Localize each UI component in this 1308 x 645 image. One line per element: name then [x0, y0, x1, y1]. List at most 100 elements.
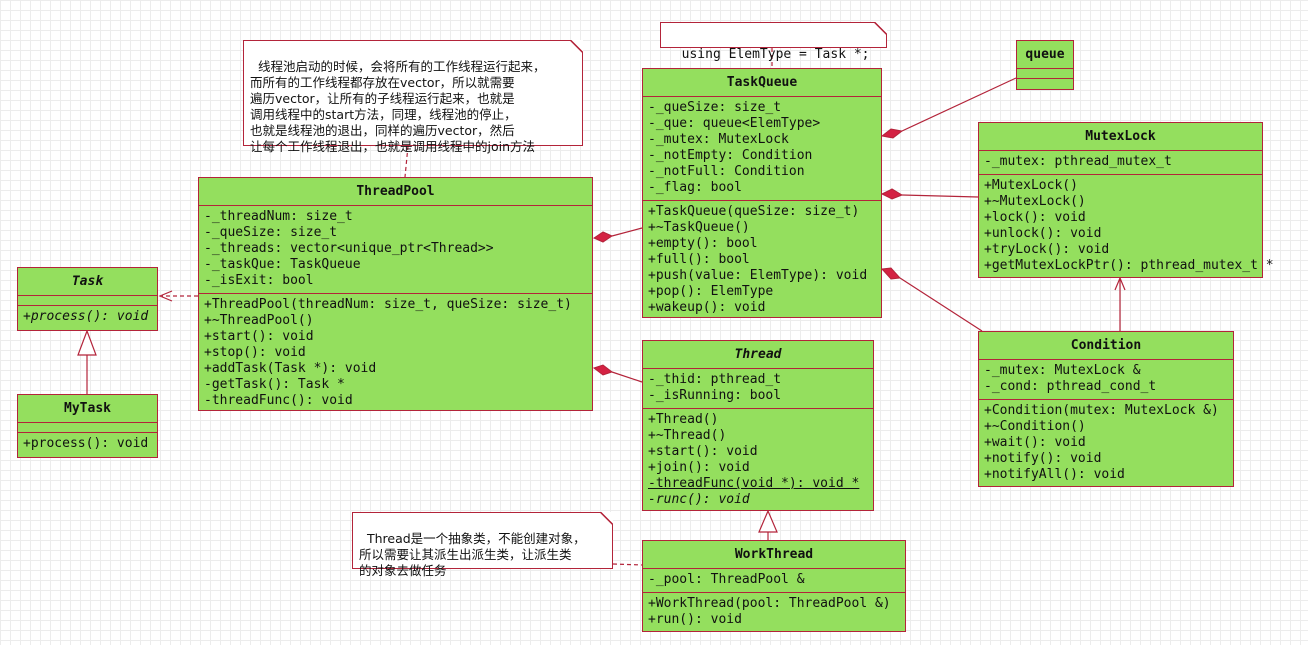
- method-line: +unlock(): void: [984, 226, 1102, 241]
- method-line: +~ThreadPool(): [204, 313, 314, 328]
- composition-diamond-thread: [592, 364, 614, 376]
- method-line: +wait(): void: [984, 435, 1086, 450]
- method-line: +lock(): void: [984, 210, 1086, 225]
- composition-threadpool-thread: [611, 371, 643, 383]
- attribute-line: -_notFull: Condition: [648, 164, 805, 179]
- generalization-triangle-task: [77, 329, 97, 356]
- mytask-methods: +process(): void: [18, 433, 157, 456]
- method-line: +~MutexLock(): [984, 194, 1086, 209]
- attribute-line: -_cond: pthread_cond_t: [984, 379, 1157, 394]
- taskqueue-methods: +TaskQueue(queSize: size_t) +~TaskQueue(…: [643, 201, 881, 320]
- task-attributes: [18, 296, 157, 306]
- method-line: +push(value: ElemType): void: [648, 268, 868, 283]
- method-line: -threadFunc(): void: [204, 393, 353, 408]
- method-line: +pop(): ElemType: [648, 284, 774, 299]
- class-name-workthread: WorkThread: [643, 541, 905, 569]
- method-line: +addTask(Task *): void: [204, 361, 377, 376]
- method-line: +wakeup(): void: [648, 300, 766, 315]
- method-line: +getMutexLockPtr(): pthread_mutex_t *: [984, 258, 1274, 273]
- class-name-thread: Thread: [643, 341, 873, 369]
- mutexlock-attributes: -_mutex: pthread_mutex_t: [979, 151, 1262, 175]
- threadpool-attributes: -_threadNum: size_t -_queSize: size_t -_…: [199, 206, 592, 294]
- thread-attributes: -_thid: pthread_t -_isRunning: bool: [643, 369, 873, 409]
- attribute-line: -_notEmpty: Condition: [648, 148, 813, 163]
- taskqueue-attributes: -_queSize: size_t -_que: queue<ElemType>…: [643, 97, 881, 201]
- attribute-line: -_mutex: pthread_mutex_t: [984, 154, 1172, 169]
- attribute-line: -_pool: ThreadPool &: [648, 572, 805, 587]
- method-line: -threadFunc(void *): void *: [648, 476, 860, 491]
- attribute-line: -_taskQue: TaskQueue: [204, 257, 361, 272]
- method-line: +~TaskQueue(): [648, 220, 750, 235]
- note-fold-line: [874, 22, 887, 35]
- attribute-line: -_isExit: bool: [204, 273, 314, 288]
- class-task[interactable]: Task +process(): void: [17, 267, 158, 331]
- workthread-methods: +WorkThread(pool: ThreadPool &) +run(): …: [643, 593, 905, 632]
- composition-diamond-condition: [880, 267, 902, 280]
- method-line: +TaskQueue(queSize: size_t): [648, 204, 860, 219]
- class-name-mutexlock: MutexLock: [979, 123, 1262, 151]
- note-elemtype[interactable]: using ElemType = Task *;: [660, 22, 887, 62]
- class-queue[interactable]: queue: [1016, 40, 1074, 90]
- attribute-line: -_queSize: size_t: [204, 225, 338, 240]
- class-workthread[interactable]: WorkThread -_pool: ThreadPool & +WorkThr…: [642, 540, 906, 632]
- thread-methods: +Thread() +~Thread() +start(): void +joi…: [643, 409, 873, 512]
- queue-methods: [1017, 79, 1073, 89]
- composition-threadpool-taskqueue: [611, 227, 643, 237]
- method-line: +notifyAll(): void: [984, 467, 1125, 482]
- attribute-line: -_flag: bool: [648, 180, 742, 195]
- class-name-queue: queue: [1017, 41, 1073, 69]
- method-line: -runc(): void: [648, 492, 750, 507]
- composition-taskqueue-queue: [901, 77, 1017, 132]
- method-line: +join(): void: [648, 460, 750, 475]
- method-line: +Condition(mutex: MutexLock &): [984, 403, 1219, 418]
- note-threadpool[interactable]: 线程池启动的时候，会将所有的工作线程运行起来， 而所有的工作线程都存放在vect…: [243, 40, 583, 154]
- workthread-attributes: -_pool: ThreadPool &: [643, 569, 905, 593]
- class-name-mytask: MyTask: [18, 395, 157, 423]
- composition-diamond-queue: [880, 128, 904, 139]
- method-line: +WorkThread(pool: ThreadPool &): [648, 596, 891, 611]
- method-line: +notify(): void: [984, 451, 1102, 466]
- class-thread[interactable]: Thread -_thid: pthread_t -_isRunning: bo…: [642, 340, 874, 511]
- condition-attributes: -_mutex: MutexLock & -_cond: pthread_con…: [979, 360, 1233, 400]
- association-arrowhead: [1114, 276, 1126, 291]
- class-name-condition: Condition: [979, 332, 1233, 360]
- method-line: +tryLock(): void: [984, 242, 1110, 257]
- attribute-line: -_threads: vector<unique_ptr<Thread>>: [204, 241, 494, 256]
- class-name-taskqueue: TaskQueue: [643, 69, 881, 97]
- note-text: using ElemType = Task *;: [681, 47, 870, 62]
- method-line: +process(): void: [23, 309, 149, 324]
- note-text: 线程池启动的时候，会将所有的工作线程运行起来， 而所有的工作线程都存放在vect…: [250, 59, 546, 154]
- method-line: +ThreadPool(threadNum: size_t, queSize: …: [204, 297, 572, 312]
- composition-diamond-taskqueue: [592, 231, 614, 243]
- note-fold-line: [600, 512, 613, 525]
- method-line: +~Condition(): [984, 419, 1086, 434]
- composition-diamond-mutexlock: [880, 188, 904, 200]
- mutexlock-methods: +MutexLock() +~MutexLock() +lock(): void…: [979, 175, 1274, 278]
- method-line: +run(): void: [648, 612, 742, 627]
- method-line: +~Thread(): [648, 428, 727, 443]
- note-text: Thread是一个抽象类，不能创建对象， 所以需要让其派生出派生类，让派生类 的…: [359, 531, 586, 578]
- dependency-arrowhead: [158, 290, 173, 302]
- class-name-threadpool: ThreadPool: [199, 178, 592, 206]
- method-line: +start(): void: [648, 444, 758, 459]
- task-methods: +process(): void: [18, 306, 157, 329]
- attribute-line: -_que: queue<ElemType>: [648, 116, 821, 131]
- class-mutexlock[interactable]: MutexLock -_mutex: pthread_mutex_t +Mute…: [978, 122, 1274, 278]
- class-threadpool[interactable]: ThreadPool -_threadNum: size_t -_queSize…: [198, 177, 593, 411]
- method-line: +empty(): bool: [648, 236, 758, 251]
- attribute-line: -_threadNum: size_t: [204, 209, 353, 224]
- condition-methods: +Condition(mutex: MutexLock &) +~Conditi…: [979, 400, 1233, 487]
- class-condition[interactable]: Condition -_mutex: MutexLock & -_cond: p…: [978, 331, 1234, 487]
- class-taskqueue[interactable]: TaskQueue -_queSize: size_t -_que: queue…: [642, 68, 882, 318]
- class-mytask[interactable]: MyTask +process(): void: [17, 394, 158, 458]
- method-line: +start(): void: [204, 329, 314, 344]
- method-line: +process(): void: [23, 436, 149, 451]
- note-link-threadpool: [404, 145, 409, 178]
- composition-taskqueue-mutexlock: [901, 194, 979, 198]
- note-link-workthread: [612, 563, 644, 566]
- method-line: -getTask(): Task *: [204, 377, 345, 392]
- mytask-attributes: [18, 423, 157, 433]
- note-thread[interactable]: Thread是一个抽象类，不能创建对象， 所以需要让其派生出派生类，让派生类 的…: [352, 512, 613, 578]
- generalization-triangle-thread: [758, 509, 778, 533]
